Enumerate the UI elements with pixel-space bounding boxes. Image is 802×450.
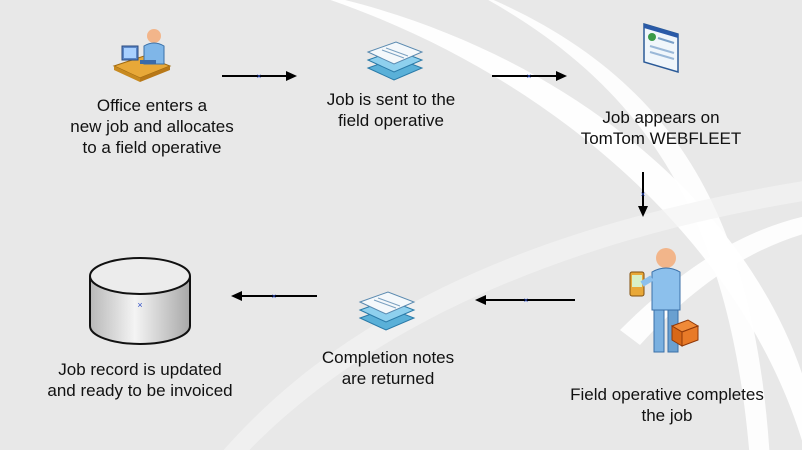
step-label-webfleet: Job appears on TomTom WEBFLEET bbox=[580, 108, 742, 148]
database-icon: × bbox=[88, 256, 192, 353]
step-label-field-completes: Field operative completes the job bbox=[570, 385, 764, 425]
svg-text:×: × bbox=[641, 190, 646, 199]
svg-text:×: × bbox=[257, 72, 262, 81]
arrow-right: × bbox=[222, 71, 297, 81]
step-label-completion-notes: Completion notes are returned bbox=[321, 348, 455, 388]
svg-text:×: × bbox=[272, 292, 277, 301]
arrow-down: × bbox=[638, 172, 648, 217]
office-worker-icon bbox=[110, 26, 174, 87]
svg-text:×: × bbox=[137, 300, 142, 310]
web-page-icon bbox=[640, 20, 684, 79]
svg-text:×: × bbox=[527, 72, 532, 81]
arrow-left: × bbox=[231, 291, 317, 301]
svg-text:×: × bbox=[524, 296, 529, 305]
field-operative-icon bbox=[622, 244, 706, 363]
step-label-office: Office enters a new job and allocates to… bbox=[70, 96, 234, 157]
documents-icon bbox=[356, 288, 418, 339]
arrow-left: × bbox=[475, 295, 575, 305]
arrow-right: × bbox=[492, 71, 567, 81]
documents-icon bbox=[364, 38, 426, 89]
step-label-job-sent: Job is sent to the field operative bbox=[326, 90, 456, 130]
step-label-job-record: Job record is updated and ready to be in… bbox=[47, 360, 233, 400]
